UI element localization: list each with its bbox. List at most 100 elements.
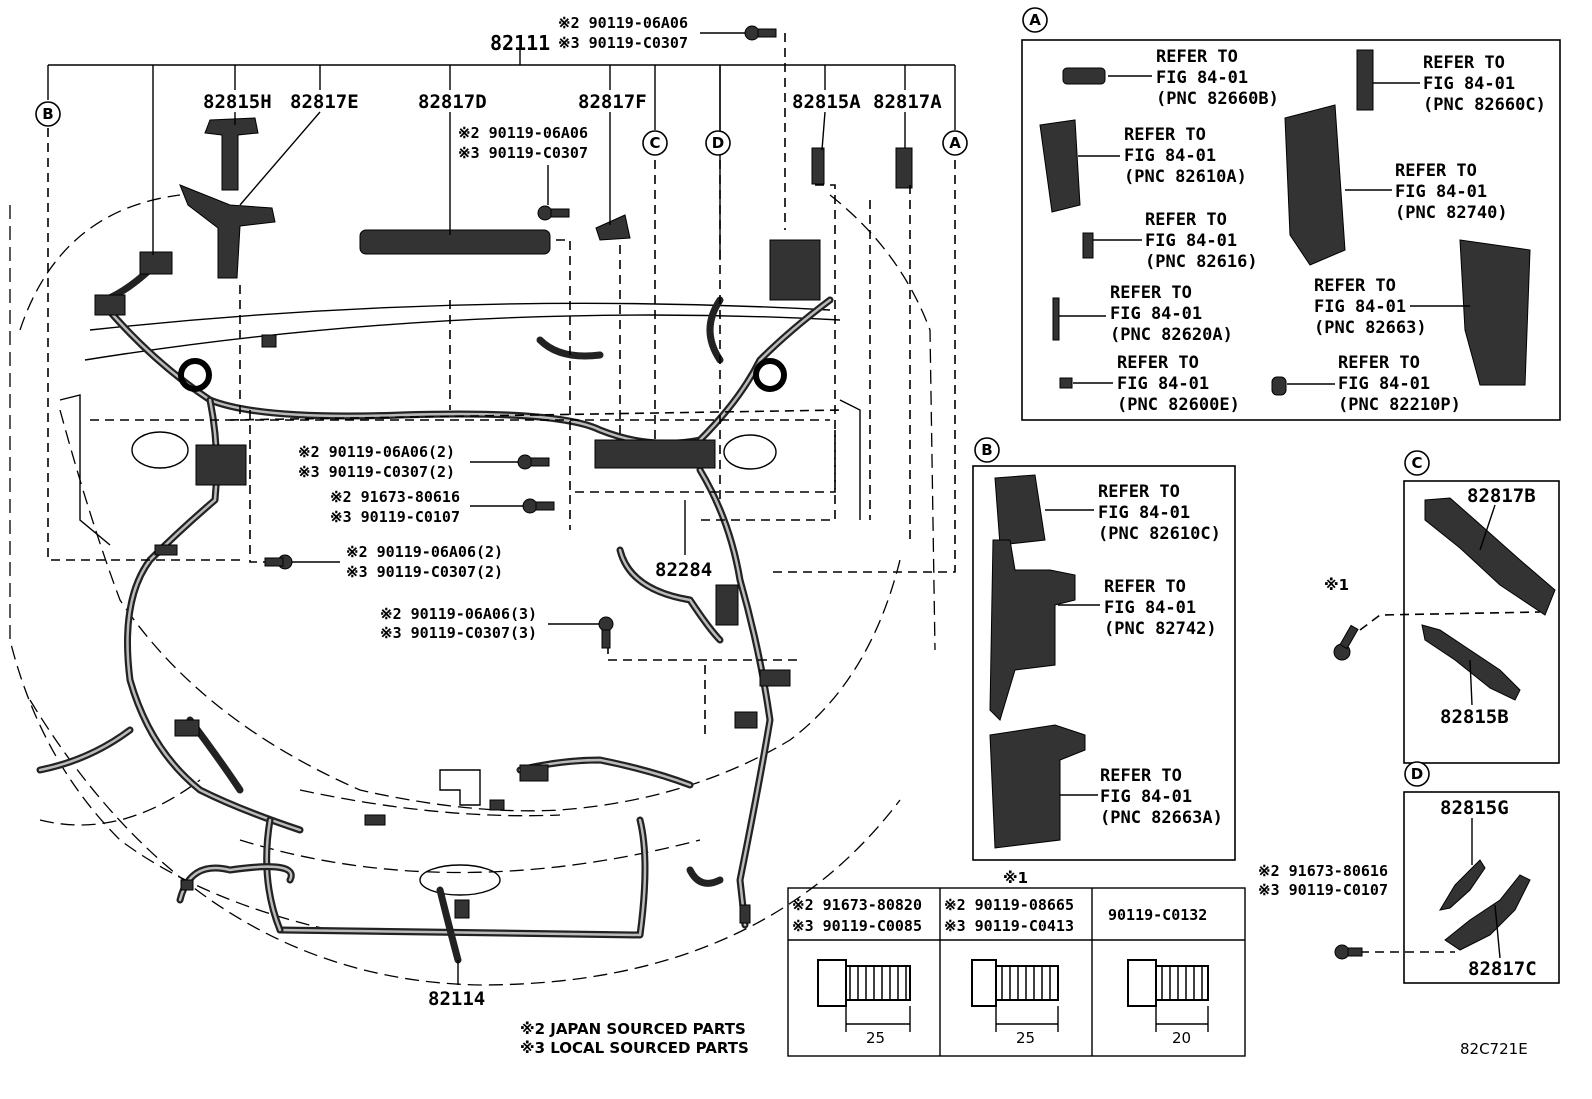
main-labels: 82111 ※2 90119-06A06 ※3 90119-C0307 8281… (35, 14, 968, 1010)
svg-text:A: A (949, 134, 961, 152)
bolt-table: ※1 ※2 91673-80820 ※3 90119-C0085 ※2 9011… (787, 869, 1246, 1057)
part-82815A: 82815A (792, 91, 861, 113)
svg-text:FIG 84-01: FIG 84-01 (1100, 787, 1192, 807)
main-leader-lines (47, 32, 956, 985)
svg-text:REFER TO: REFER TO (1098, 482, 1180, 502)
detail-d-bolt-local: ※3 90119-C0107 (1258, 881, 1388, 899)
callout-circle-a: A (942, 130, 968, 156)
svg-text:REFER TO: REFER TO (1423, 53, 1505, 73)
detail-d-title: D (1411, 765, 1423, 783)
bolt-low-local: ※3 90119-C0307(3) (380, 624, 537, 642)
detail-d-panel: D 82815G 82817C ※2 91673-80616 ※3 90119-… (1258, 761, 1560, 984)
bolt-icon (522, 498, 555, 514)
col2-japan: ※2 90119-08665 (944, 896, 1074, 914)
svg-text:(PNC 82663): (PNC 82663) (1314, 318, 1427, 338)
svg-text:(PNC 82663A): (PNC 82663A) (1100, 808, 1223, 828)
detail-c-panel: C 82817B 82815B ※1 (1324, 450, 1560, 764)
bolt-20-icon (1127, 959, 1209, 1007)
col3-part: 90119-C0132 (1108, 906, 1207, 924)
svg-text:REFER TO: REFER TO (1314, 276, 1396, 296)
svg-text:FIG 84-01: FIG 84-01 (1314, 297, 1406, 317)
bolt-table-mark: ※1 (1003, 869, 1028, 887)
svg-text:FIG 84-01: FIG 84-01 (1338, 374, 1430, 394)
svg-text:FIG 84-01: FIG 84-01 (1145, 231, 1237, 251)
bolt-left-japan: ※2 90119-06A06(2) (346, 543, 503, 561)
bolt-f-japan: ※2 90119-06A06 (458, 124, 588, 142)
svg-text:REFER TO: REFER TO (1110, 283, 1192, 303)
col1-japan: ※2 91673-80820 (792, 896, 922, 914)
length-col3: 20 (1172, 1029, 1191, 1047)
bolt-low-japan: ※2 90119-06A06(3) (380, 605, 537, 623)
part-82817C: 82817C (1468, 958, 1537, 980)
svg-text:(PNC 82616): (PNC 82616) (1145, 252, 1258, 272)
svg-text:FIG 84-01: FIG 84-01 (1117, 374, 1209, 394)
callout-circle-d: D (705, 130, 731, 156)
svg-text:FIG 84-01: FIG 84-01 (1110, 304, 1202, 324)
bolt-top-local: ※3 90119-C0307 (558, 34, 688, 52)
note-japan: ※2 JAPAN SOURCED PARTS (520, 1020, 746, 1038)
svg-text:(PNC 82610A): (PNC 82610A) (1124, 167, 1247, 187)
bolt-icon (1334, 944, 1363, 960)
svg-text:FIG 84-01: FIG 84-01 (1395, 182, 1487, 202)
svg-text:(PNC 82740): (PNC 82740) (1395, 203, 1508, 223)
svg-text:(PNC 82742): (PNC 82742) (1104, 619, 1217, 639)
bolt-mid2-japan: ※2 91673-80616 (330, 488, 460, 506)
bolt-top-japan: ※2 90119-06A06 (558, 14, 688, 32)
bolt-mid1-local: ※3 90119-C0307(2) (298, 463, 455, 481)
svg-text:D: D (712, 134, 724, 152)
part-82111: 82111 (490, 31, 550, 55)
bolt-left-local: ※3 90119-C0307(2) (346, 563, 503, 581)
bolt-25b-icon (971, 959, 1059, 1007)
bolt-icon (1333, 624, 1359, 661)
footnotes: ※2 JAPAN SOURCED PARTS ※3 LOCAL SOURCED … (520, 1020, 1528, 1058)
svg-text:REFER TO: REFER TO (1117, 353, 1199, 373)
callout-circle-c: C (642, 130, 668, 156)
part-82815B: 82815B (1440, 706, 1509, 728)
length-col1: 25 (866, 1029, 885, 1047)
svg-text:(PNC 82620A): (PNC 82620A) (1110, 325, 1233, 345)
col1-local: ※3 90119-C0085 (792, 917, 922, 935)
part-82817A: 82817A (873, 91, 942, 113)
callout-circle-b: B (35, 101, 61, 127)
svg-text:REFER TO: REFER TO (1124, 125, 1206, 145)
svg-text:(PNC 82600E): (PNC 82600E) (1117, 395, 1240, 415)
part-82815H: 82815H (203, 91, 272, 113)
bolt-icons (264, 25, 777, 649)
svg-text:REFER TO: REFER TO (1100, 766, 1182, 786)
bolt-icon (264, 554, 293, 570)
svg-text:REFER TO: REFER TO (1156, 47, 1238, 67)
part-82114: 82114 (428, 988, 485, 1010)
svg-text:(PNC 82660B): (PNC 82660B) (1156, 89, 1279, 109)
bolt-25-icon (817, 959, 911, 1007)
svg-text:FIG 84-01: FIG 84-01 (1104, 598, 1196, 618)
bolt-icon (598, 616, 614, 649)
detail-b-title: B (981, 441, 992, 459)
svg-text:C: C (649, 134, 660, 152)
svg-text:FIG 84-01: FIG 84-01 (1124, 146, 1216, 166)
svg-text:FIG 84-01: FIG 84-01 (1156, 68, 1248, 88)
detail-d-bolt-japan: ※2 91673-80616 (1258, 862, 1388, 880)
part-82815G: 82815G (1440, 797, 1509, 819)
svg-text:(PNC 82610C): (PNC 82610C) (1098, 524, 1221, 544)
diagram-code: 82C721E (1460, 1040, 1528, 1058)
svg-text:REFER TO: REFER TO (1104, 577, 1186, 597)
note-local: ※3 LOCAL SOURCED PARTS (520, 1039, 749, 1057)
bolt-mid1-japan: ※2 90119-06A06(2) (298, 443, 455, 461)
part-82817B: 82817B (1467, 485, 1536, 507)
bolt-f-local: ※3 90119-C0307 (458, 144, 588, 162)
mark-1: ※1 (1324, 576, 1349, 594)
bolt-icon (517, 454, 550, 470)
detail-c-title: C (1411, 454, 1422, 472)
